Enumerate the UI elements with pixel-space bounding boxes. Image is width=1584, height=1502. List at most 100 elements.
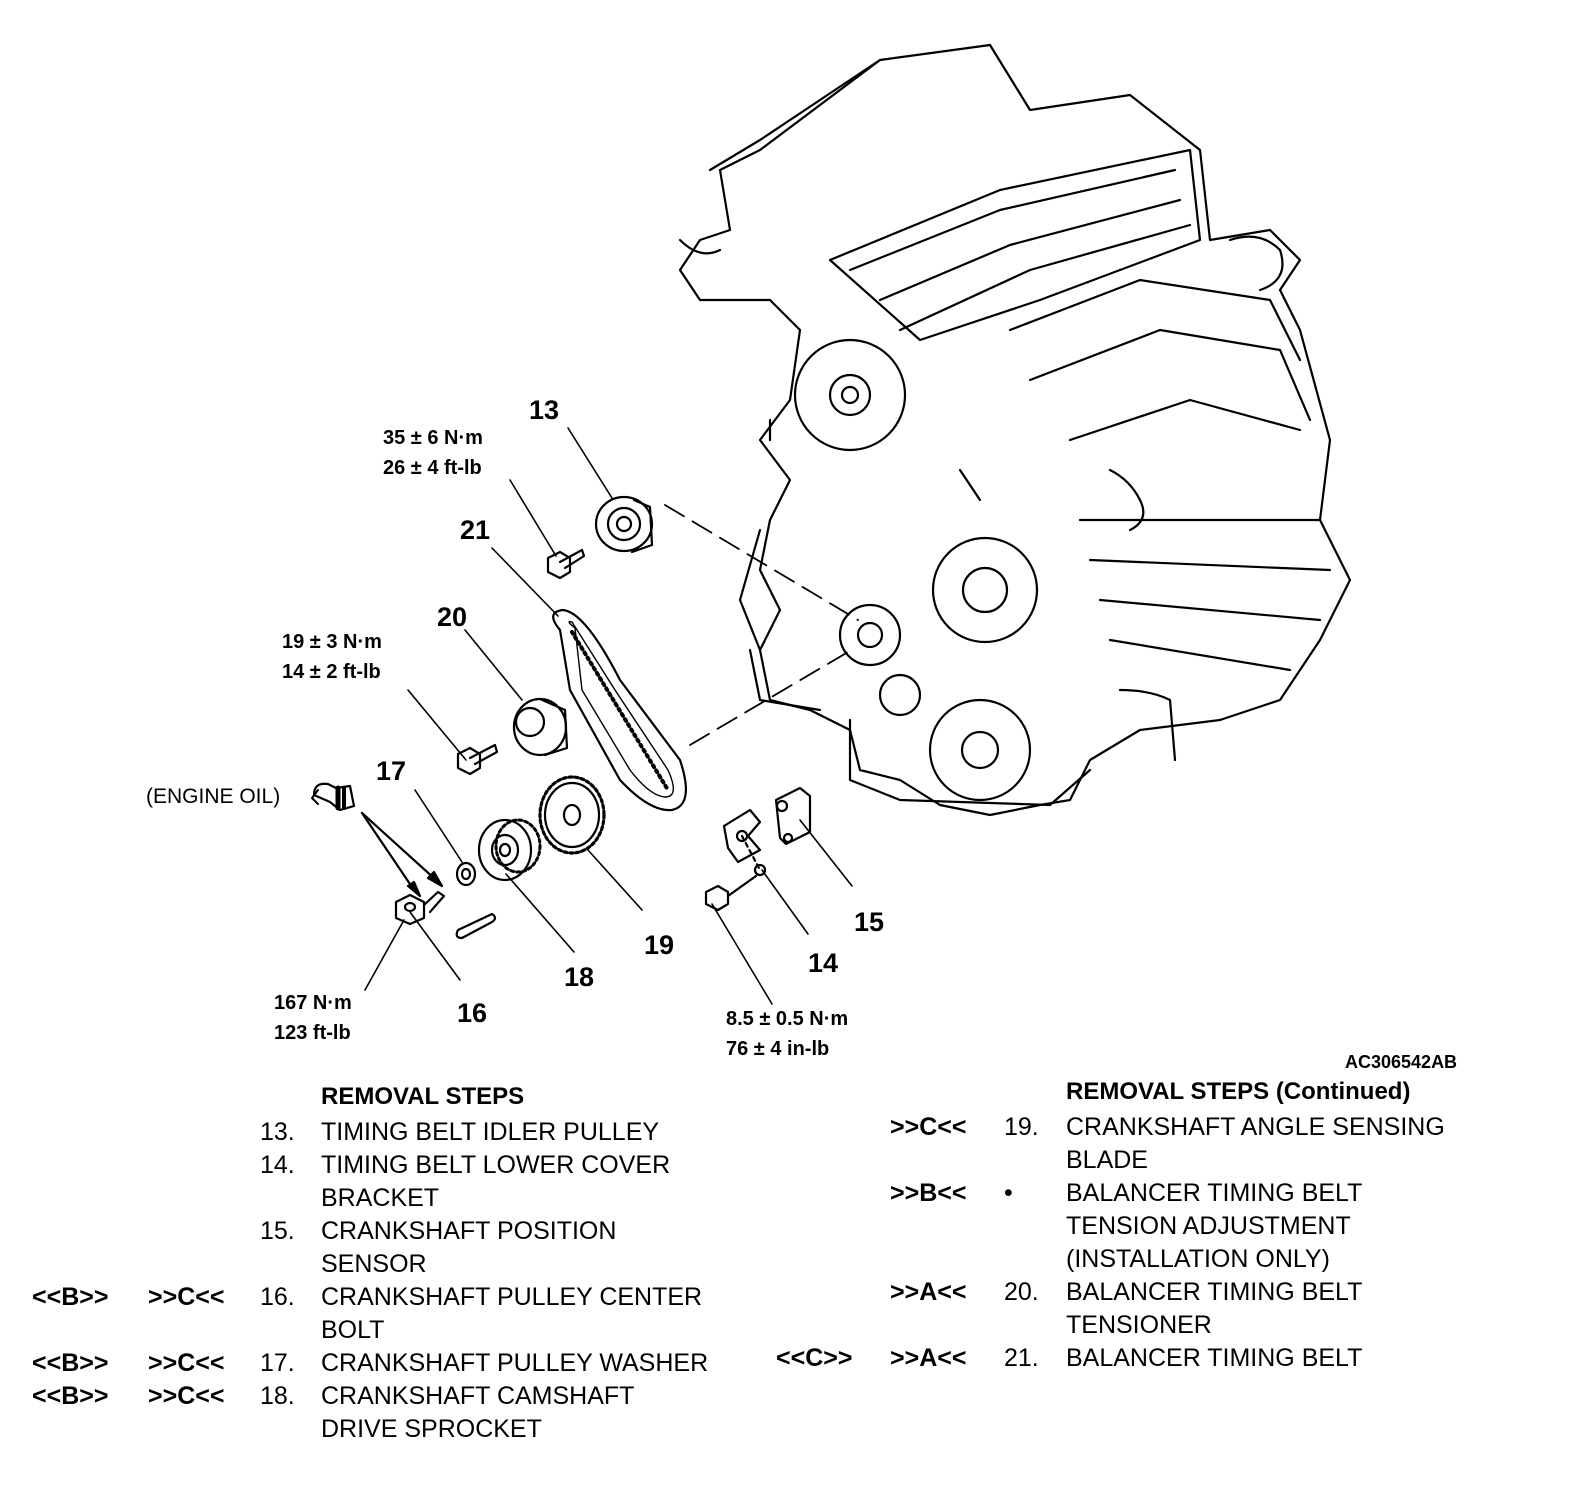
torque-imperial: 14 ± 2 ft-lb [282,661,381,683]
step-row: (INSTALLATION ONLY) [770,1243,1570,1276]
step-number: 13. [260,1118,295,1146]
callout-13: 13 [529,395,560,425]
step-row: TENSIONER [770,1309,1570,1342]
step-text: TIMING BELT LOWER COVER [321,1151,671,1179]
step-number: 20. [1004,1278,1039,1306]
step-number: • [1004,1179,1013,1207]
torque-imperial: 123 ft-lb [274,1022,351,1044]
callout-leader-lines [364,427,853,1005]
step-text: BLADE [1066,1146,1148,1174]
belt-tensioner-part [512,697,569,757]
step-number: 21. [1004,1344,1039,1372]
installation-marker: >>A<< [890,1344,967,1372]
step-row: 14. TIMING BELT LOWER COVER [0,1149,770,1182]
step-text: BOLT [321,1316,385,1344]
removal-steps-title: REMOVAL STEPS [321,1083,525,1110]
step-text: SENSOR [321,1250,427,1278]
pulley-washer-part [455,861,477,887]
step-text: CRANKSHAFT POSITION [321,1217,617,1245]
callout-20: 20 [437,602,468,632]
angle-sensing-blade-part [538,775,606,855]
step-row: <<B>> >>C<< 17. CRANKSHAFT PULLEY WASHER [0,1347,770,1380]
torque-imperial: 76 ± 4 in-lb [726,1038,830,1060]
step-number: 17. [260,1349,295,1377]
callout-17: 17 [376,756,407,786]
step-row: BLADE [770,1144,1570,1177]
step-text: BALANCER TIMING BELT [1066,1344,1363,1372]
step-row: TENSION ADJUSTMENT [770,1210,1570,1243]
torque-spec-center-bolt: 167 N·m 123 ft-lb [274,988,352,1048]
removal-steps-left: REMOVAL STEPS 13.TIMING BELT IDLER PULLE… [0,1083,770,1483]
step-row: DRIVE SPROCKET [0,1413,770,1446]
step-row: 13.TIMING BELT IDLER PULLEY [0,1116,770,1149]
step-row: BOLT [0,1314,770,1347]
engine-assembly [678,43,1352,817]
idler-pulley-bolt [546,548,586,580]
step-row: <<B>> >>C<< 16. CRANKSHAFT PULLEY CENTER [0,1281,770,1314]
removal-marker: <<B>> [32,1349,109,1377]
tensioner-bolt [456,743,499,776]
torque-metric: 35 ± 6 N·m [383,427,483,449]
balancer-timing-belt [552,608,687,812]
step-text: CRANKSHAFT CAMSHAFT [321,1382,635,1410]
step-number: 14. [260,1151,295,1179]
callout-15: 15 [854,907,885,937]
torque-metric: 19 ± 3 N·m [282,631,382,653]
pulley-center-bolt-part [394,890,446,926]
torque-spec-idler-bolt: 35 ± 6 N·m 26 ± 4 ft-lb [383,423,483,483]
installation-marker: >>B<< [890,1179,967,1207]
removal-marker: <<C>> [776,1344,853,1372]
callout-18: 18 [564,962,595,992]
figure-id: AC306542AB [1345,1052,1458,1072]
step-text: (INSTALLATION ONLY) [1066,1245,1330,1273]
torque-spec-tensioner-bolt: 19 ± 3 N·m 14 ± 2 ft-lb [282,627,382,687]
lower-cover-bracket-part [704,808,767,912]
step-number: 15. [260,1217,295,1245]
step-number: 18. [260,1382,295,1410]
step-text: BALANCER TIMING BELT [1066,1179,1363,1207]
installation-marker: >>C<< [148,1349,225,1377]
callout-16: 16 [457,998,488,1028]
position-sensor-part [774,786,812,846]
installation-marker: >>C<< [890,1113,967,1141]
installation-marker: >>A<< [890,1278,967,1306]
removal-marker: <<B>> [32,1382,109,1410]
removal-steps-continued-title: REMOVAL STEPS (Continued) [1066,1078,1411,1105]
step-text: CRANKSHAFT PULLEY WASHER [321,1349,709,1377]
step-row: BRACKET [0,1182,770,1215]
torque-imperial: 26 ± 4 ft-lb [383,457,482,479]
step-text: BALANCER TIMING BELT [1066,1278,1363,1306]
idler-pulley-part [594,495,654,554]
oil-application-arrows [360,811,444,898]
step-number: 16. [260,1283,295,1311]
step-text: BRACKET [321,1184,440,1212]
callout-21: 21 [460,515,491,545]
step-row: <<C>> >>A<< 21. BALANCER TIMING BELT [770,1342,1570,1375]
step-text: DRIVE SPROCKET [321,1415,542,1443]
step-row: >>B<< • BALANCER TIMING BELT [770,1177,1570,1210]
step-row: SENSOR [0,1248,770,1281]
step-row: >>A<< 20. BALANCER TIMING BELT [770,1276,1570,1309]
step-text: TENSIONER [1066,1311,1212,1339]
step-row: <<B>> >>C<< 18. CRANKSHAFT CAMSHAFT [0,1380,770,1413]
torque-spec-sensor-bolt: 8.5 ± 0.5 N·m 76 ± 4 in-lb [726,1004,848,1064]
step-text: CRANKSHAFT ANGLE SENSING [1066,1113,1445,1141]
step-row: 15. CRANKSHAFT POSITION [0,1215,770,1248]
engine-oil-can-icon [311,782,356,812]
key-pin [455,912,497,940]
step-text: TENSION ADJUSTMENT [1066,1212,1351,1240]
installation-marker: >>C<< [148,1283,225,1311]
torque-metric: 8.5 ± 0.5 N·m [726,1008,849,1030]
callout-19: 19 [644,930,675,960]
step-number: 19. [1004,1113,1039,1141]
camshaft-drive-sprocket-part [477,818,542,882]
installation-marker: >>C<< [148,1382,225,1410]
torque-metric: 167 N·m [274,992,352,1014]
exploded-engine-diagram [311,43,1352,1005]
removal-steps-right: REMOVAL STEPS (Continued) >>C<< 19. CRANKS… [770,1078,1570,1398]
step-text: CRANKSHAFT PULLEY CENTER [321,1283,703,1311]
step-row: >>C<< 19. CRANKSHAFT ANGLE SENSING [770,1111,1570,1144]
dashed-leaders [664,504,859,746]
removal-marker: <<B>> [32,1283,109,1311]
engine-oil-label: (ENGINE OIL) [146,785,281,808]
